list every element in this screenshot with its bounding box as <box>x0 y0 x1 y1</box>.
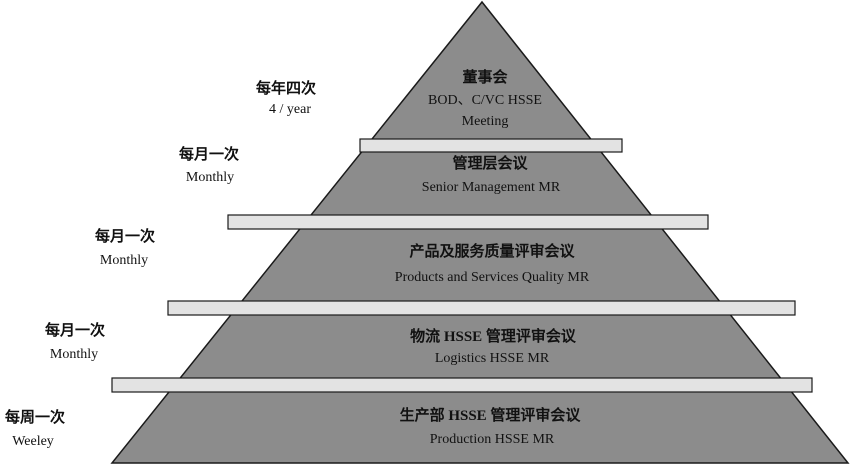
level-logistics-title-zh: 物流 HSSE 管理评审会议 <box>410 327 577 345</box>
separator-band-4 <box>111 377 813 393</box>
level-products-frequency-en: Monthly <box>100 253 148 268</box>
level-board-frequency-en: 4 / year <box>269 102 311 117</box>
separator-band-2 <box>227 214 709 230</box>
level-senior-frequency-zh: 每月一次 <box>179 145 239 163</box>
level-production: 生产部 HSSE 管理评审会议 Production HSSE MR 每周一次 … <box>5 406 581 449</box>
level-senior-title-en: Senior Management MR <box>422 180 561 195</box>
separator-band-1 <box>359 138 623 153</box>
pyramid-body <box>110 0 850 464</box>
level-logistics-title-en: Logistics HSSE MR <box>435 351 550 366</box>
level-board-title-zh: 董事会 <box>462 68 507 86</box>
level-production-title-zh: 生产部 HSSE 管理评审会议 <box>400 406 582 424</box>
level-products-frequency-zh: 每月一次 <box>95 227 155 245</box>
level-board: 董事会 BOD、C/VC HSSE Meeting 每年四次 4 / year <box>256 68 542 129</box>
level-senior: 管理层会议 Senior Management MR 每月一次 Monthly <box>179 145 561 195</box>
level-production-title-en: Production HSSE MR <box>430 432 555 447</box>
level-logistics-frequency-zh: 每月一次 <box>45 321 105 339</box>
level-production-frequency-zh: 每周一次 <box>5 408 65 426</box>
level-board-title-en-line2: Meeting <box>462 114 509 129</box>
level-senior-title-zh: 管理层会议 <box>452 154 528 172</box>
level-board-frequency-zh: 每年四次 <box>256 79 316 97</box>
level-products-title-zh: 产品及服务质量评审会议 <box>409 242 575 260</box>
separator-band-3 <box>167 300 796 316</box>
level-board-title-en-line1: BOD、C/VC HSSE <box>428 93 542 108</box>
level-logistics: 物流 HSSE 管理评审会议 Logistics HSSE MR 每月一次 Mo… <box>45 321 577 366</box>
level-production-frequency-en: Weeley <box>12 434 54 449</box>
level-senior-frequency-en: Monthly <box>186 170 234 185</box>
level-products-title-en: Products and Services Quality MR <box>395 270 590 285</box>
level-logistics-frequency-en: Monthly <box>50 347 98 362</box>
level-products: 产品及服务质量评审会议 Products and Services Qualit… <box>95 227 590 285</box>
